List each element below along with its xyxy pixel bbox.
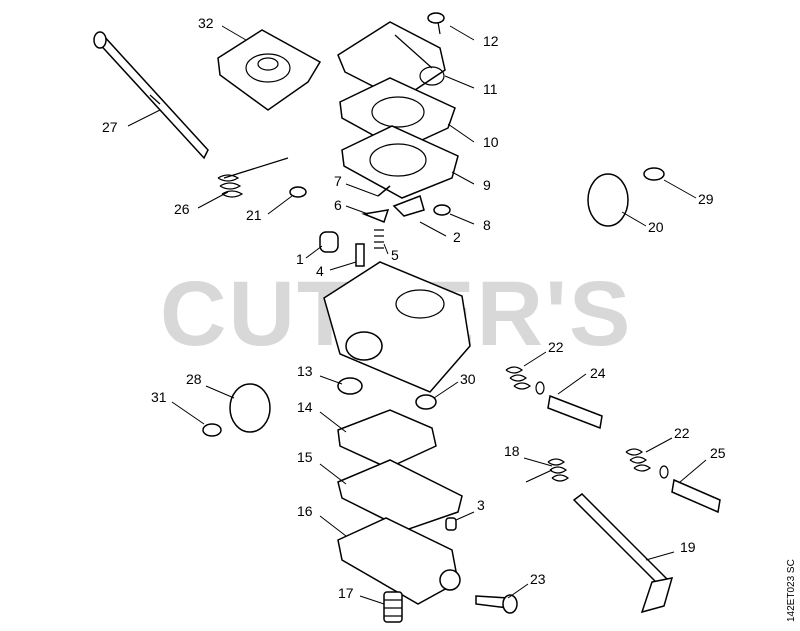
callout-8: 8 [483,217,491,233]
callout-11: 11 [483,81,498,97]
callout-3: 3 [477,497,485,513]
callout-20: 20 [648,219,664,235]
callout-12: 12 [483,33,499,49]
callout-4: 4 [316,263,324,279]
torsion-spring-part [217,157,289,198]
callout-26: 26 [174,201,190,217]
screw-part-17 [383,591,403,623]
callout-22-upper: 22 [548,339,564,355]
callout-28: 28 [186,371,202,387]
inlet-needle-lever-part [361,185,451,223]
screw-part-12 [427,12,445,35]
gasket-part-9 [341,125,459,199]
callout-32: 32 [198,15,214,31]
callout-16: 16 [297,503,313,519]
callout-29: 29 [698,191,714,207]
callout-30: 30 [460,371,476,387]
adjust-needle-assembly-lower [625,448,721,514]
leader-lines [127,25,707,605]
throttle-shaft-part [93,31,209,160]
callout-13: 13 [297,363,313,379]
throttle-plate-part [587,167,665,227]
callout-14: 14 [297,399,313,415]
callout-22-lower: 22 [674,425,690,441]
choke-plate-part [202,383,271,437]
callout-9: 9 [483,177,491,193]
choke-lever-part [525,458,674,614]
callout-1: 1 [296,251,304,267]
carburetor-body-part [323,261,471,393]
callout-21: 21 [246,207,262,223]
callout-17: 17 [338,585,354,601]
callout-6: 6 [334,197,342,213]
callout-2: 2 [453,229,461,245]
callout-5: 5 [391,247,399,263]
screw-part-23 [475,594,518,614]
callout-10: 10 [483,134,499,150]
callout-25: 25 [710,445,726,461]
callout-24: 24 [590,365,606,381]
callout-7: 7 [334,173,342,189]
fuel-screen-part [337,377,437,410]
callout-15: 15 [297,449,313,465]
callout-19: 19 [680,539,696,555]
clip-part-21 [289,186,307,198]
inlet-needle-part [319,229,384,267]
plug-part-3 [445,517,457,531]
diagram-code: 142ET023 SC [786,559,797,622]
gasket-part-15 [337,459,463,531]
carb-top-cover-part [337,21,446,101]
bottom-cover-part [337,517,461,605]
callout-23: 23 [530,571,546,587]
callout-27: 27 [102,119,118,135]
callout-31: 31 [151,389,167,405]
adjust-needle-assembly-upper [505,366,603,430]
diaphragm-part [339,77,456,151]
pump-cover-part [217,29,322,111]
gasket-part-14 [337,409,437,469]
callout-18: 18 [504,443,520,459]
